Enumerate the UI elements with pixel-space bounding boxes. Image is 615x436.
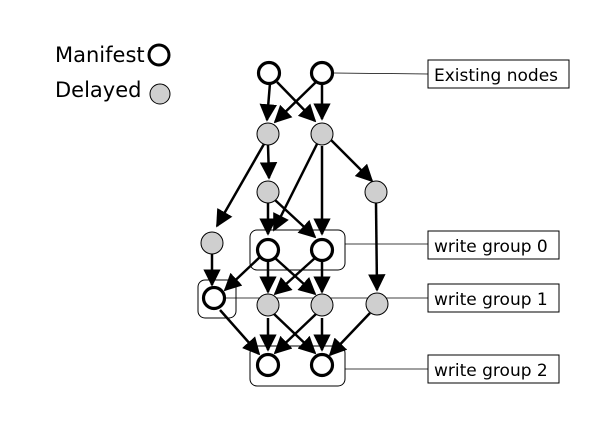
manifest-node xyxy=(255,352,281,378)
label-boxes: Existing nodes write group 0 write group… xyxy=(427,59,570,384)
delayed-nodes xyxy=(200,122,389,317)
delayed-node xyxy=(364,180,388,204)
edge xyxy=(328,312,371,357)
manifest-node xyxy=(309,237,335,263)
write-group-0-label-box xyxy=(427,230,560,260)
manifest-node xyxy=(256,60,282,86)
edge xyxy=(259,144,278,180)
delayed-node xyxy=(310,293,334,317)
delayed-node xyxy=(200,231,224,255)
existing-nodes-label: Existing nodes xyxy=(434,66,558,86)
write-group-2-label-box xyxy=(427,354,560,384)
legend: Manifest Delayed xyxy=(55,43,171,105)
edge xyxy=(215,143,266,228)
manifest-nodes xyxy=(201,60,335,378)
delayed-node xyxy=(310,122,334,146)
edge xyxy=(259,82,277,122)
write-group-0-label: write group 0 xyxy=(434,237,548,257)
edge xyxy=(273,257,316,296)
manifest-node xyxy=(309,60,335,86)
callout-line-existing xyxy=(333,72,429,75)
edge xyxy=(368,202,386,292)
edge xyxy=(273,313,317,355)
legend-manifest-label: Manifest xyxy=(55,43,145,67)
write-group-1-label-box xyxy=(427,283,560,313)
callout-lines xyxy=(222,72,429,370)
edge xyxy=(274,199,317,239)
delayed-node xyxy=(256,180,280,204)
existing-nodes-box xyxy=(427,59,570,89)
edge xyxy=(272,143,319,232)
legend-delayed-label: Delayed xyxy=(55,78,141,102)
edges xyxy=(203,81,386,357)
manifest-node xyxy=(201,285,227,311)
edge xyxy=(330,139,374,183)
edge xyxy=(219,309,261,356)
delayed-node xyxy=(365,292,389,316)
manifest-node xyxy=(309,352,335,378)
write-group-1-label: write group 1 xyxy=(434,290,548,310)
edge xyxy=(273,81,317,124)
legend-manifest-node xyxy=(147,43,171,67)
write-group-2-label: write group 2 xyxy=(434,361,548,381)
delayed-node xyxy=(256,293,280,317)
manifest-node xyxy=(255,237,281,263)
write-group-2-box xyxy=(249,345,346,387)
delayed-node xyxy=(256,122,280,146)
edge xyxy=(223,255,262,292)
legend-delayed-node xyxy=(149,83,171,105)
